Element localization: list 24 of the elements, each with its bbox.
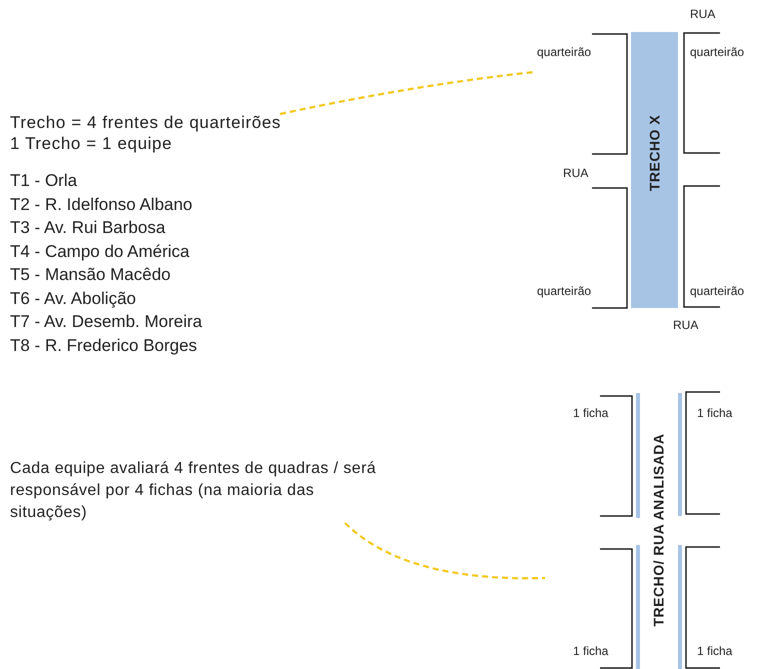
block-label: quarteirão — [690, 285, 744, 298]
list-item: T4 - Campo do América — [10, 242, 190, 262]
list-item: T2 - R. Idelfonso Albano — [10, 196, 192, 214]
street-name-label: RUA — [690, 8, 716, 22]
block-label: quarteirão — [690, 46, 744, 60]
form-count-label: 1 ficha — [573, 407, 608, 420]
list-item: T5 - Mansão Macêdo — [10, 266, 171, 285]
note-text: 1 Trecho = 1 equipe — [10, 133, 174, 154]
note-text: Cada equipe avaliará 4 frentes de quadras / será responsável por 4 fichas (na maioria das situações) — [10, 459, 378, 523]
form-count-label: 1 ficha — [697, 407, 732, 420]
list-item: T6 - Av. Abolição — [10, 290, 136, 308]
street-name-label: RUA — [673, 319, 698, 332]
form-count-label: 1 ficha — [573, 645, 608, 658]
street-name: TRECHO X — [646, 115, 662, 192]
list-item: T3 - Av. Rui Barbosa — [10, 219, 166, 238]
street-name-label: RUA — [563, 167, 588, 180]
leader-line — [280, 70, 536, 116]
street-name: TRECHO/ RUA ANALISADA — [651, 434, 667, 626]
leader-line — [344, 522, 546, 580]
list-item: T7 - Av. Desemb. Moreira — [10, 313, 202, 332]
list-item: T8 - R. Frederico Borges — [10, 336, 198, 356]
form-count-label: 1 ficha — [697, 645, 732, 658]
list-item: T1 - Orla — [10, 172, 78, 191]
note-text: Trecho = 4 frentes de quarteirões — [10, 112, 282, 133]
